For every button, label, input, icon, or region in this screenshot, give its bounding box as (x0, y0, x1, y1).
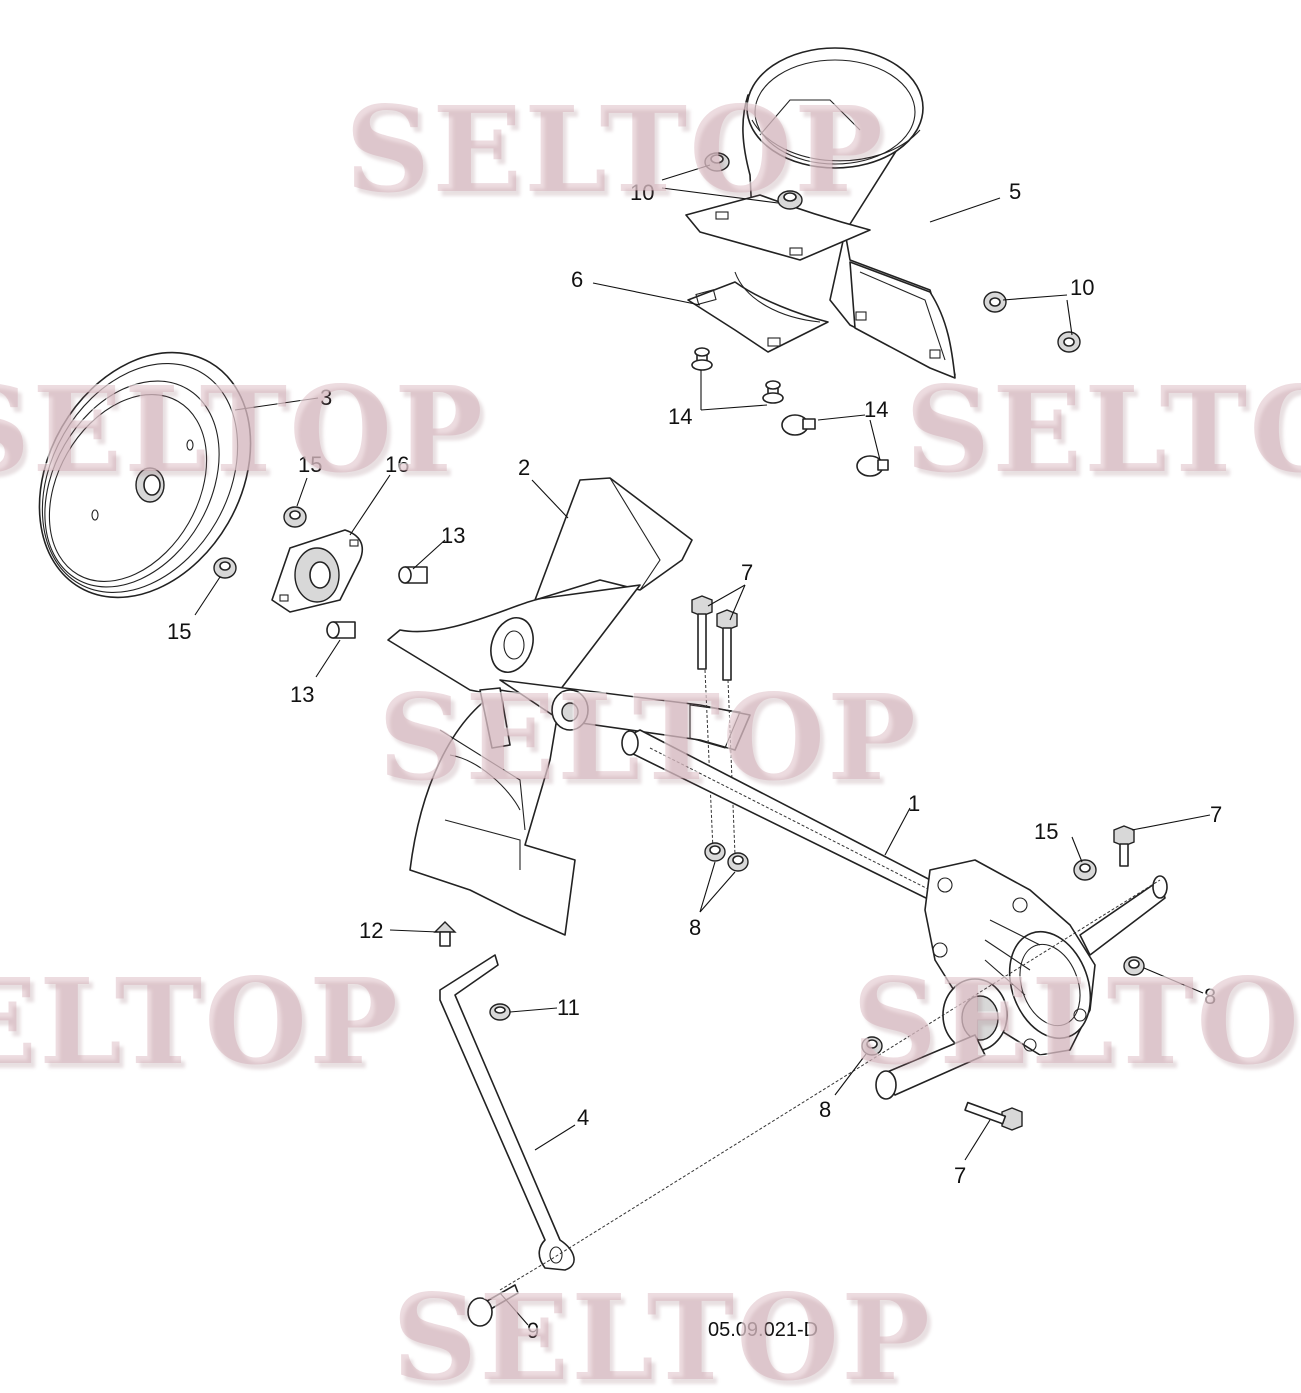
callout-15: 15 (298, 452, 322, 477)
part-15-nuts (213, 506, 1097, 881)
part-16-bearing-flange (271, 529, 364, 613)
callout-6: 6 (571, 267, 583, 292)
callout-7: 7 (1210, 802, 1222, 827)
callout-9: 9 (527, 1318, 539, 1343)
alignment-line (499, 879, 1161, 1291)
callout-14: 14 (864, 397, 888, 422)
part-8-nuts (704, 842, 1145, 1056)
part-7-bolts-upper (691, 595, 1135, 1131)
callout-15: 15 (1034, 819, 1058, 844)
callout-11: 11 (557, 995, 580, 1020)
part-5-mount-plate (685, 194, 871, 261)
part-4-control-rod (439, 954, 575, 1271)
callout-16: 16 (385, 452, 409, 477)
callout-7: 7 (954, 1163, 966, 1188)
callout-8: 8 (1204, 984, 1216, 1009)
callout-4: 4 (577, 1105, 589, 1130)
part-1-gearbox-shaft (621, 729, 1168, 1100)
callout-13: 13 (290, 682, 314, 707)
part-11-nut (489, 1003, 511, 1021)
callout-8: 8 (819, 1097, 831, 1122)
part-13-bolts (326, 566, 428, 639)
callout-7: 7 (741, 560, 753, 585)
callout-5: 5 (1009, 179, 1021, 204)
part-12-bolt (433, 921, 457, 947)
part-2-bracket (387, 477, 751, 936)
part-6-deflector-plate (687, 271, 829, 353)
alignment-line (727, 679, 736, 856)
leader-lines (194, 164, 1211, 1326)
callout-3: 3 (320, 385, 332, 410)
callout-15: 15 (167, 619, 191, 644)
callout-10: 10 (1070, 275, 1094, 300)
part-9-pin (467, 1284, 519, 1327)
callout-10: 10 (630, 180, 654, 205)
callout-12: 12 (359, 918, 383, 943)
part-5-chute (742, 47, 956, 379)
part-14-rivets (691, 347, 889, 477)
part-3-pulley (38, 351, 252, 599)
callout-2: 2 (518, 455, 530, 480)
alignment-line (704, 669, 714, 851)
callout-13: 13 (441, 523, 465, 548)
callout-1: 1 (908, 791, 920, 816)
callout-8: 8 (689, 915, 701, 940)
part-10-nuts (704, 152, 1081, 353)
diagram-reference: 05.09.021-D (708, 1319, 818, 1341)
callout-14: 14 (668, 404, 692, 429)
callout-labels: 10 5 6 10 3 14 14 15 16 2 13 7 15 13 1 1… (167, 179, 1222, 1343)
